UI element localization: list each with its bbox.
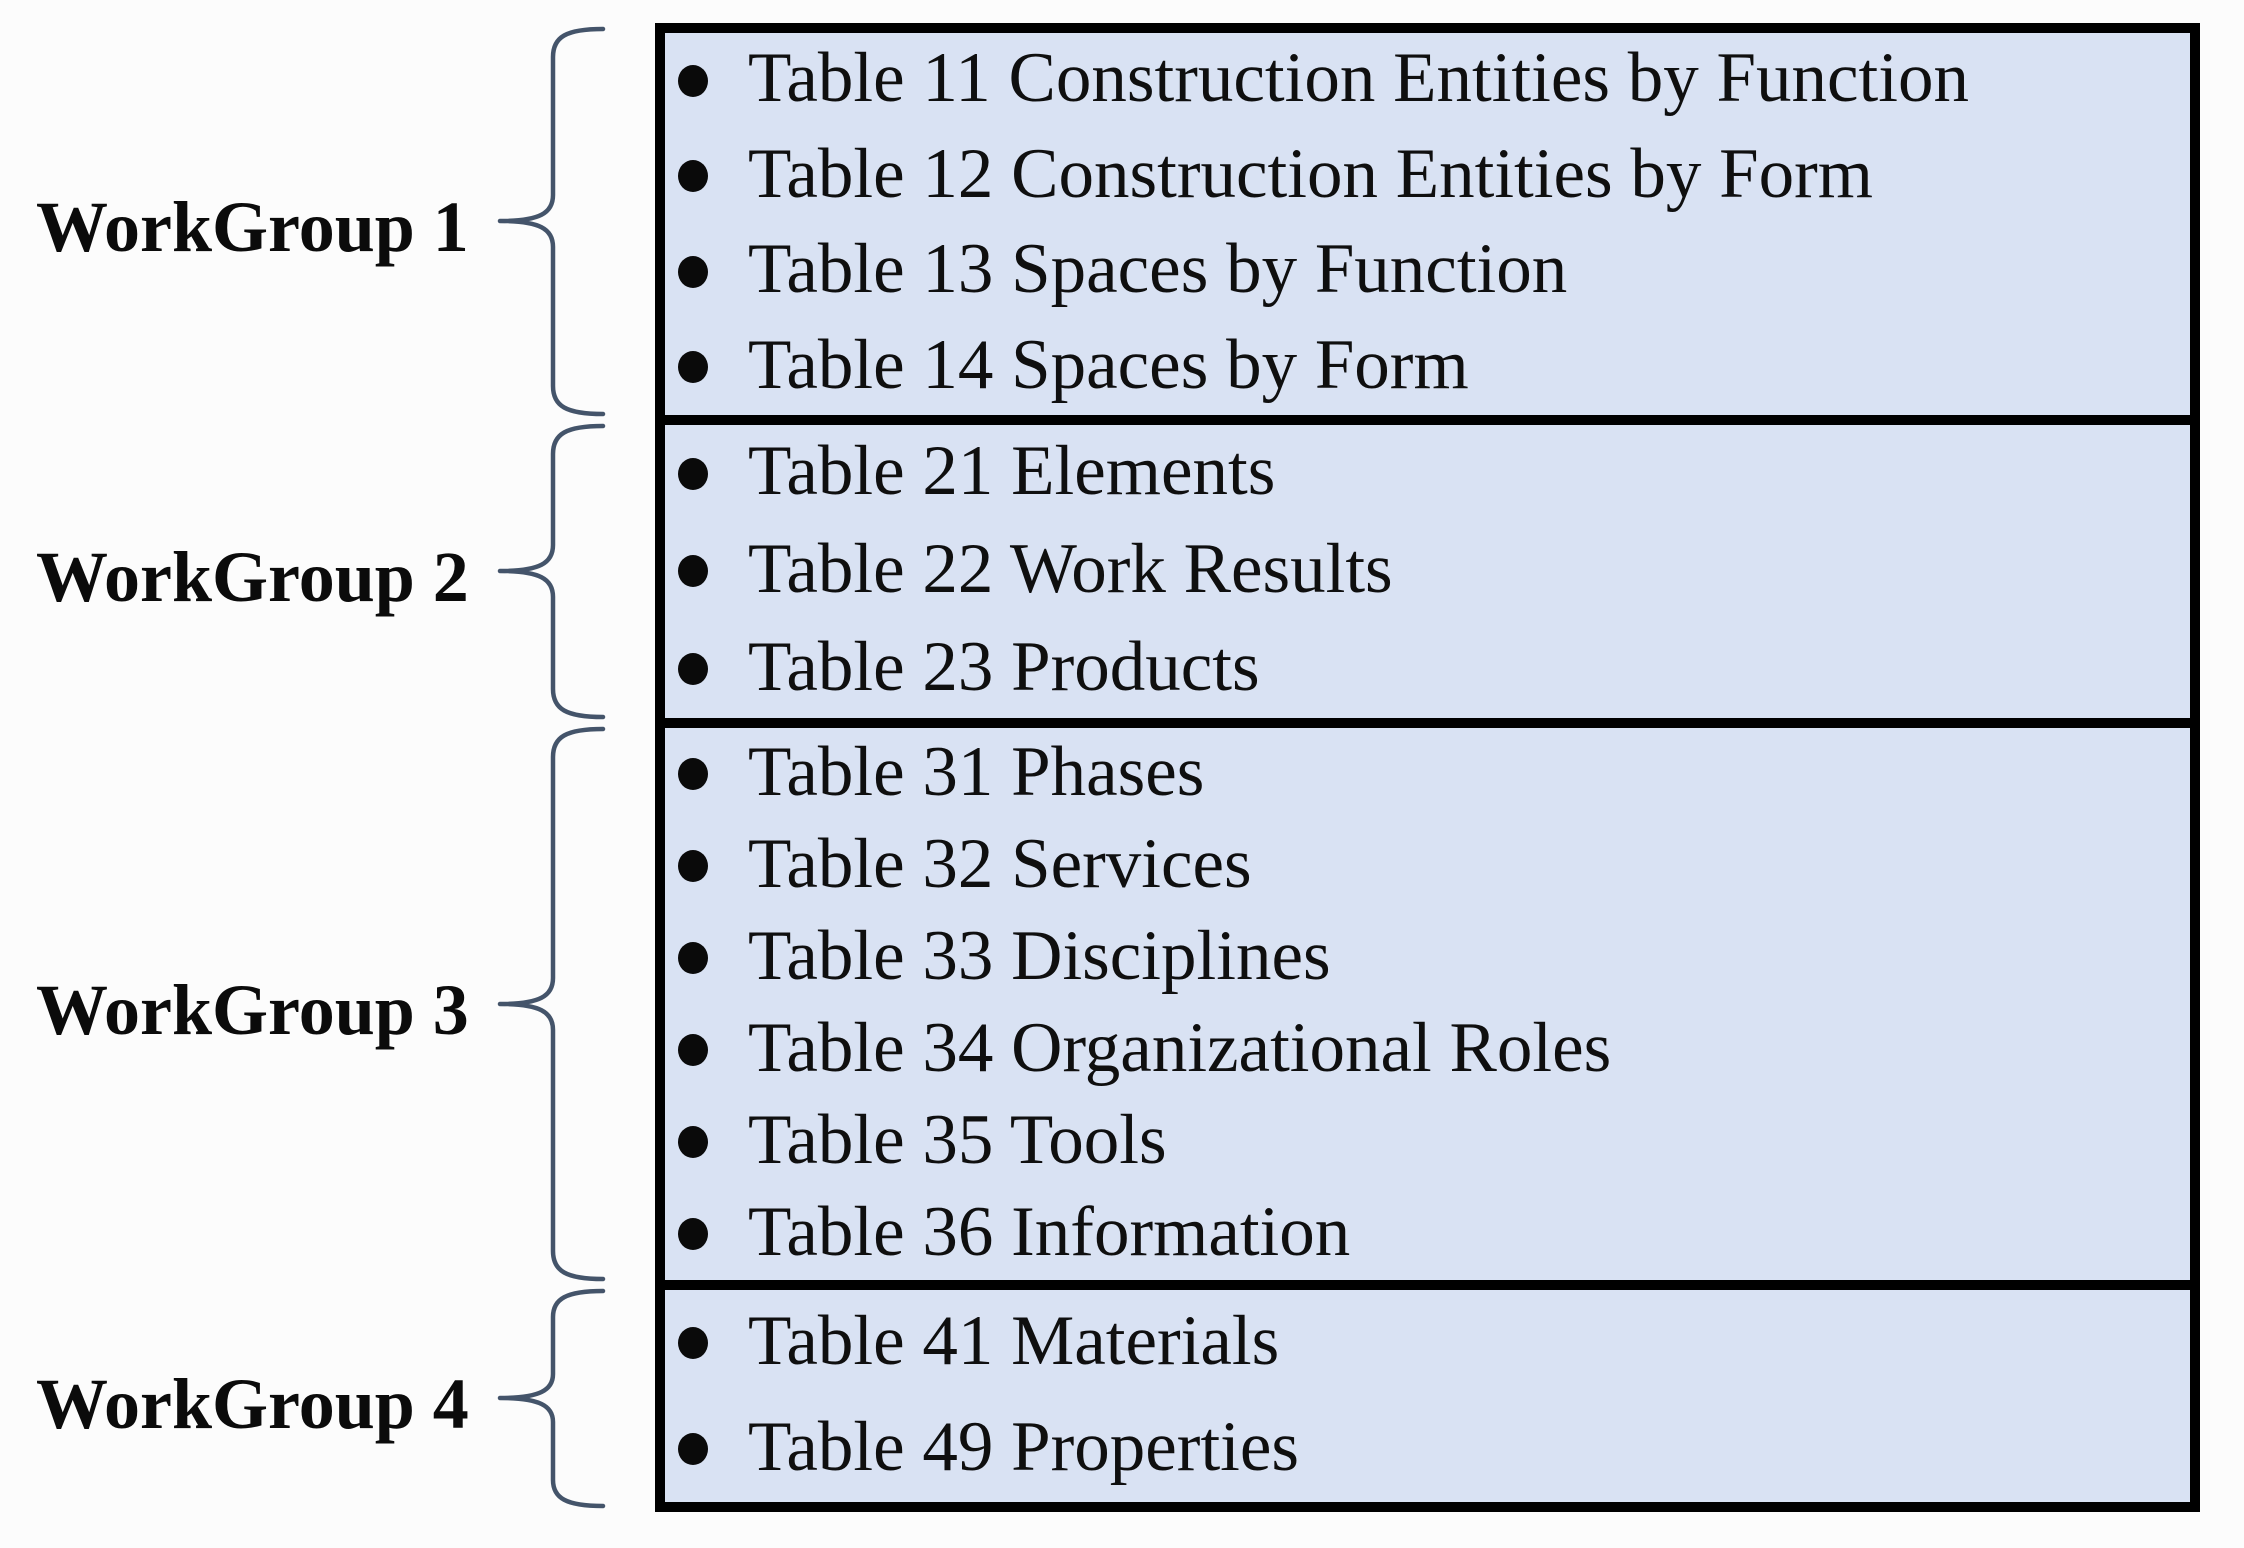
bullet-icon <box>678 351 708 384</box>
table-name: Table 31 Phases <box>748 732 1205 811</box>
workgroup-label: WorkGroup 4 <box>36 1364 469 1444</box>
bullet-icon <box>678 1034 708 1066</box>
table-name: Table 11 Construction Entities by Functi… <box>748 39 1969 118</box>
table-list-item: Table 23 Products <box>665 627 2190 707</box>
workgroup-label: WorkGroup 1 <box>36 187 469 267</box>
workgroup-label: WorkGroup 3 <box>36 969 469 1050</box>
bullet-icon <box>678 1327 708 1359</box>
table-list-item: Table 31 Phases <box>665 732 2190 812</box>
curly-brace-icon <box>497 1288 606 1509</box>
bullet-icon <box>678 160 708 193</box>
table-list-item: Table 14 Spaces by Form <box>665 325 2190 405</box>
table-list-item: Table 21 Elements <box>665 436 2190 511</box>
table-list-item: Table 36 Information <box>665 1192 2190 1272</box>
table-group-box-2: Table 21 Elements Table 22 Work Results … <box>665 415 2190 718</box>
bullet-icon <box>678 942 708 974</box>
table-name: Table 32 Services <box>748 824 1252 903</box>
bullet-icon <box>678 850 708 882</box>
table-list-item: Table 22 Work Results <box>665 529 2190 609</box>
table-name: Table 13 Spaces by Function <box>748 230 1568 309</box>
bullet-icon <box>678 555 708 588</box>
table-name: Table 14 Spaces by Form <box>748 325 1469 404</box>
bullet-icon <box>678 1218 708 1250</box>
bullet-icon <box>678 758 708 790</box>
table-list-item: Table 11 Construction Entities by Functi… <box>665 43 2190 118</box>
table-name: Table 35 Tools <box>748 1100 1167 1179</box>
bullet-icon <box>678 1126 708 1158</box>
table-name: Table 33 Disciplines <box>748 916 1331 995</box>
table-name: Table 36 Information <box>748 1192 1351 1271</box>
table-name: Table 49 Properties <box>748 1407 1300 1486</box>
table-list-item: Table 33 Disciplines <box>665 916 2190 996</box>
table-group-box-3: Table 31 Phases Table 32 Services Table … <box>665 718 2190 1280</box>
curly-brace-icon <box>497 726 606 1282</box>
table-list-item: Table 13 Spaces by Function <box>665 234 2190 309</box>
bullet-icon <box>678 653 708 686</box>
table-boxes: Table 11 Construction Entities by Functi… <box>655 23 2200 1512</box>
table-list-item: Table 34 Organizational Roles <box>665 1008 2190 1088</box>
workgroup-label: WorkGroup 2 <box>36 537 469 617</box>
table-name: Table 41 Materials <box>748 1301 1280 1380</box>
table-list-item: Table 12 Construction Entities by Form <box>665 134 2190 214</box>
table-name: Table 22 Work Results <box>748 529 1393 608</box>
bullet-icon <box>678 457 708 490</box>
table-list-item: Table 49 Properties <box>665 1407 2190 1487</box>
table-name: Table 23 Products <box>748 627 1260 706</box>
table-name: Table 12 Construction Entities by Form <box>748 134 1874 213</box>
bullet-icon <box>678 1433 708 1465</box>
table-name: Table 34 Organizational Roles <box>748 1008 1612 1087</box>
table-list-item: Table 32 Services <box>665 824 2190 904</box>
curly-brace-icon <box>497 423 606 720</box>
table-group-box-1: Table 11 Construction Entities by Functi… <box>665 33 2190 415</box>
bullet-icon <box>678 255 708 288</box>
table-list-item: Table 41 Materials <box>665 1301 2190 1381</box>
table-name: Table 21 Elements <box>748 432 1276 511</box>
table-list-item: Table 35 Tools <box>665 1100 2190 1180</box>
bullet-icon <box>678 64 708 97</box>
table-group-box-4: Table 41 Materials Table 49 Properties <box>665 1280 2190 1502</box>
curly-brace-icon <box>497 26 606 417</box>
